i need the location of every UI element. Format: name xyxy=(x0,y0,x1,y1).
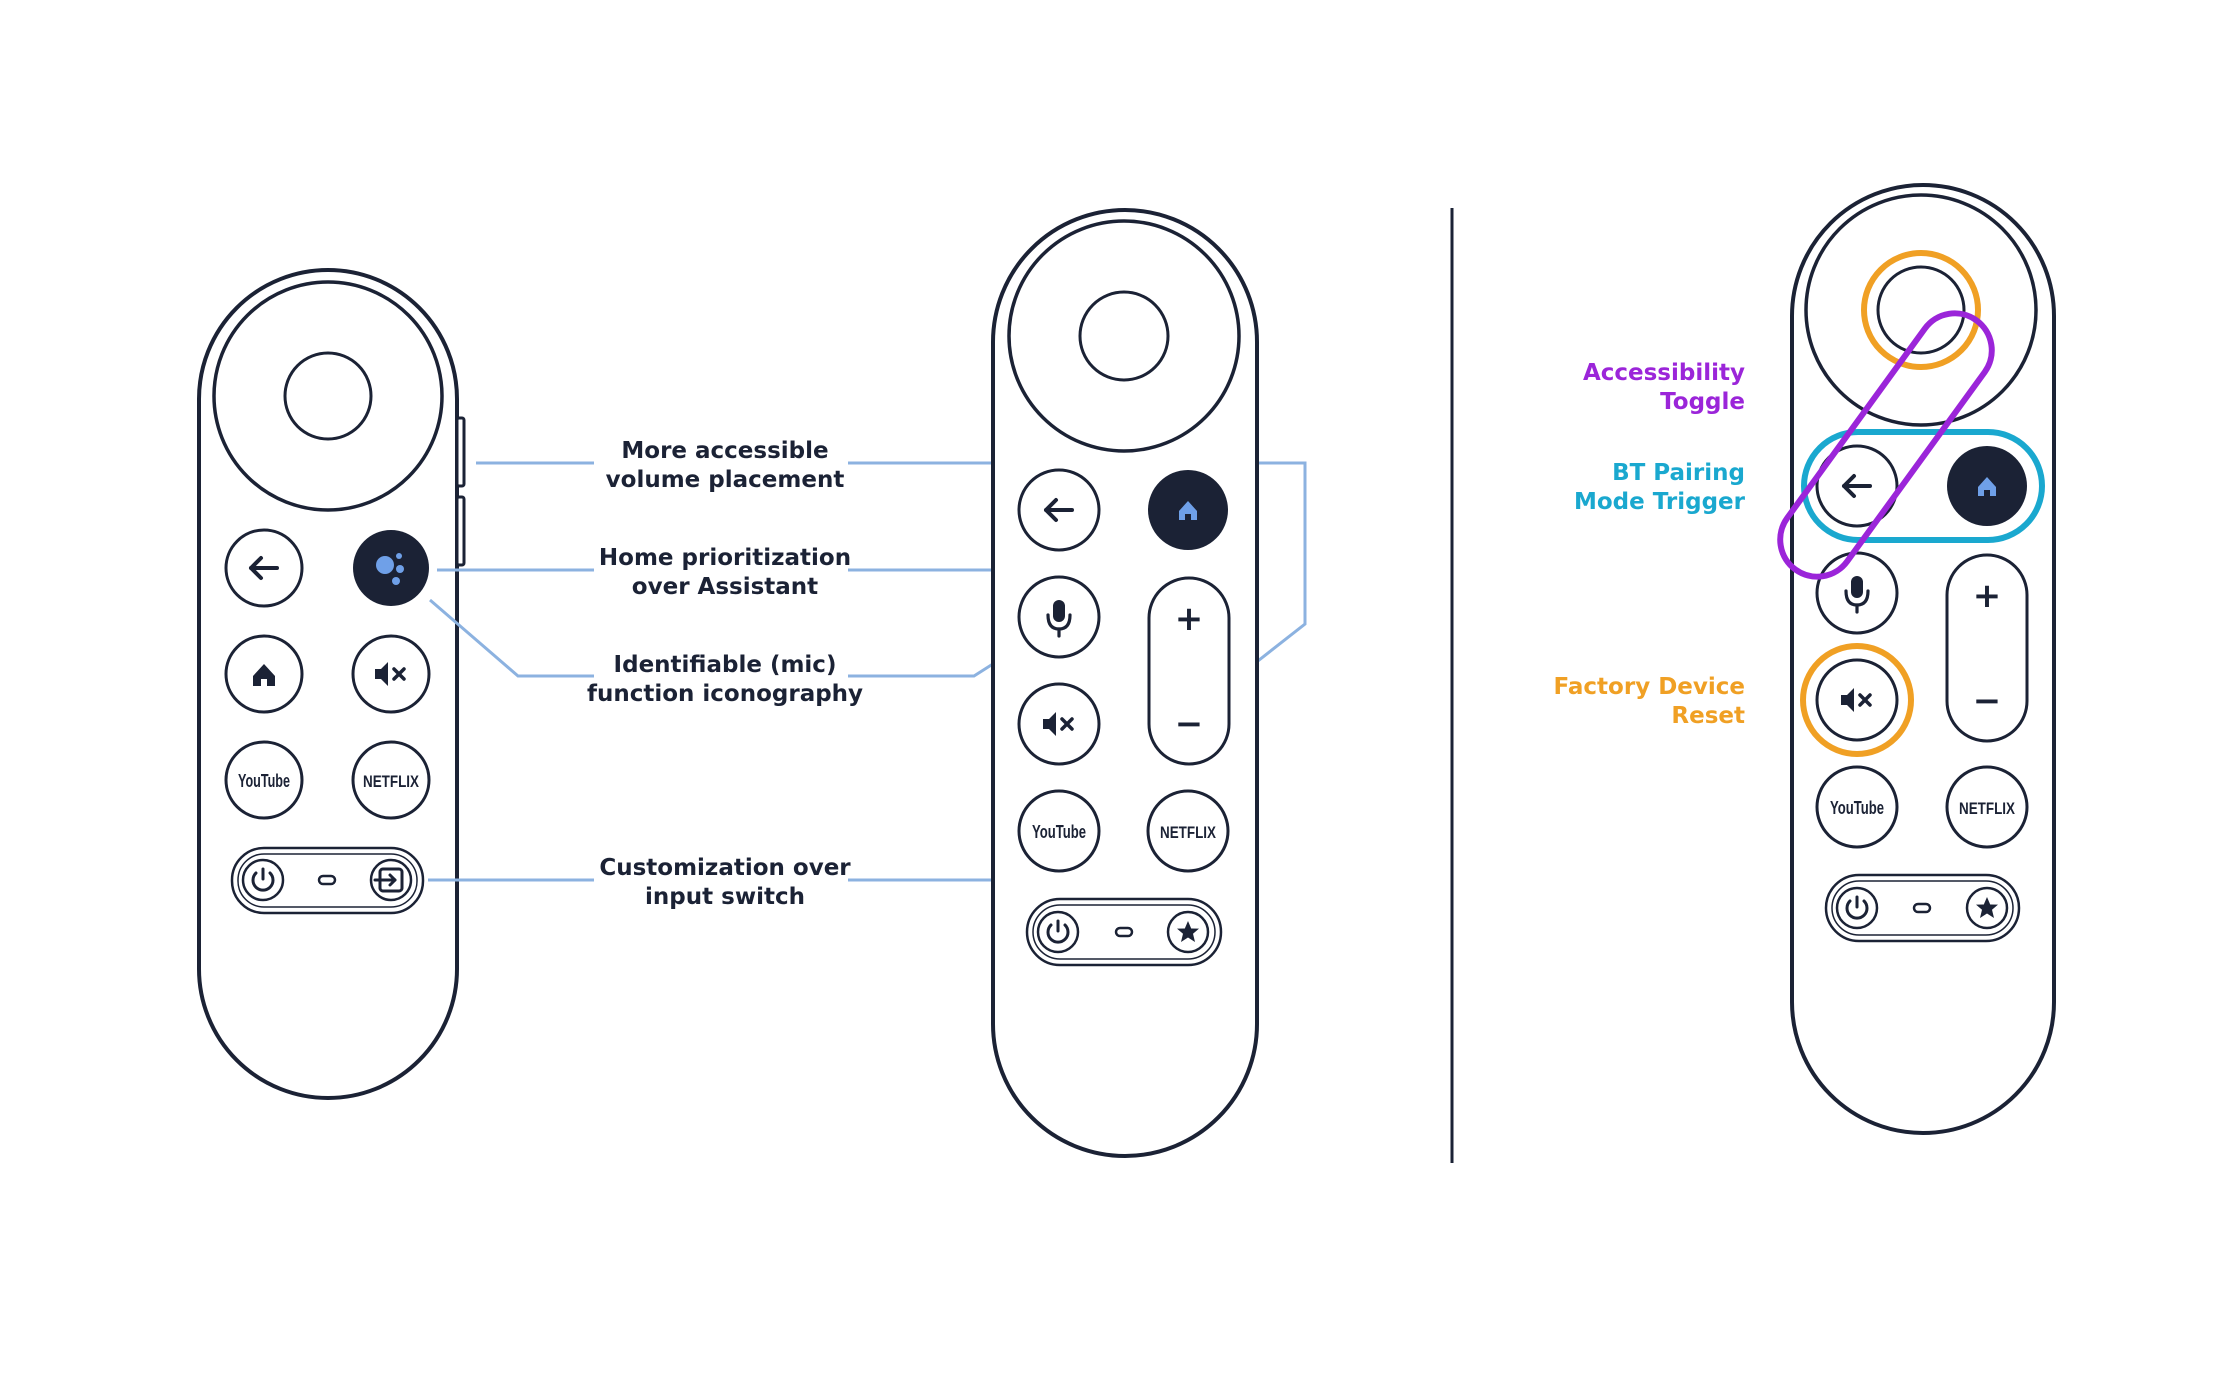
volume-rocker[interactable]: + − xyxy=(1147,576,1231,766)
youtube-button[interactable]: YouTube xyxy=(224,740,304,820)
youtube-label: YouTube xyxy=(1032,822,1086,842)
youtube-label: YouTube xyxy=(1830,798,1884,818)
callout-mic-line1: Identifiable (mic) xyxy=(614,652,837,678)
bt-pairing-label-line1: BT Pairing xyxy=(1612,460,1745,486)
netflix-button[interactable]: NETFLIX xyxy=(1945,765,2029,849)
bt-pairing-highlight xyxy=(1801,429,2045,543)
back-button[interactable] xyxy=(1815,444,1899,528)
home-button[interactable] xyxy=(1148,470,1228,550)
bottom-bar xyxy=(230,846,425,915)
accessibility-label-line2: Toggle xyxy=(1660,389,1745,415)
volume-up-label[interactable]: + xyxy=(1175,599,1204,639)
home-button[interactable] xyxy=(1947,446,2027,526)
volume-side-button xyxy=(455,495,466,567)
factory-reset-label-line1: Factory Device xyxy=(1554,674,1745,700)
mic-button[interactable] xyxy=(1815,551,1899,635)
netflix-button[interactable]: NETFLIX xyxy=(1146,789,1230,873)
back-button[interactable] xyxy=(1017,468,1101,552)
input-switch-button[interactable] xyxy=(369,858,413,902)
remote-annotated: + − YouTube NETFLIX xyxy=(1777,183,2056,1135)
factory-reset-label-line2: Reset xyxy=(1671,703,1745,729)
netflix-label: NETFLIX xyxy=(1959,799,2016,818)
volume-down-label[interactable]: − xyxy=(1973,681,2002,721)
callout-home-line2: over Assistant xyxy=(632,574,818,600)
mute-button[interactable] xyxy=(1815,658,1899,742)
side-labels: Accessibility Toggle BT Pairing Mode Tri… xyxy=(1554,360,1746,729)
volume-down-label[interactable]: − xyxy=(1175,704,1204,744)
remote-new: + − YouTube NETFLIX xyxy=(991,208,1259,1158)
youtube-button[interactable]: YouTube xyxy=(1017,789,1101,873)
dpad-center-button[interactable] xyxy=(283,351,373,441)
callout-line-mic-left xyxy=(429,598,594,678)
power-button[interactable] xyxy=(241,858,285,902)
accessibility-highlight xyxy=(1777,310,1995,580)
power-button[interactable] xyxy=(1036,910,1080,954)
callout-mic-line2: function iconography xyxy=(587,681,863,707)
back-button[interactable] xyxy=(224,528,304,608)
remote-old: YouTube NETFLIX xyxy=(197,268,466,1100)
callout-volume-line1: More accessible xyxy=(621,438,828,464)
dpad-center-button[interactable] xyxy=(1876,265,1966,355)
assistant-button[interactable] xyxy=(353,530,429,606)
volume-rocker[interactable]: + − xyxy=(1945,553,2029,743)
netflix-label: NETFLIX xyxy=(363,772,420,791)
youtube-button[interactable]: YouTube xyxy=(1815,765,1899,849)
home-button[interactable] xyxy=(224,634,304,714)
mic-button[interactable] xyxy=(1017,575,1101,659)
bt-pairing-label-line2: Mode Trigger xyxy=(1574,489,1746,515)
dpad-center-button[interactable] xyxy=(1078,290,1170,382)
callout-custom-line1: Customization over xyxy=(599,855,851,881)
dpad-center-highlight xyxy=(1861,250,1981,370)
youtube-label: YouTube xyxy=(238,771,290,791)
callout-labels: More accessible volume placement Home pr… xyxy=(587,438,863,910)
power-button[interactable] xyxy=(1835,886,1879,930)
accessibility-label-line1: Accessibility xyxy=(1583,360,1745,386)
mute-highlight xyxy=(1800,643,1914,757)
volume-up-label[interactable]: + xyxy=(1973,576,2002,616)
callout-home-line1: Home prioritization xyxy=(599,545,851,571)
star-button[interactable] xyxy=(1166,910,1210,954)
bottom-bar xyxy=(1025,897,1223,967)
star-button[interactable] xyxy=(1965,886,2009,930)
bottom-bar xyxy=(1824,873,2021,943)
mute-button[interactable] xyxy=(1017,682,1101,766)
callout-volume-line2: volume placement xyxy=(606,467,845,493)
netflix-label: NETFLIX xyxy=(1160,823,1217,842)
callout-custom-line2: input switch xyxy=(645,884,805,910)
volume-side-button xyxy=(455,416,466,488)
netflix-button[interactable]: NETFLIX xyxy=(351,740,431,820)
mute-button[interactable] xyxy=(351,634,431,714)
